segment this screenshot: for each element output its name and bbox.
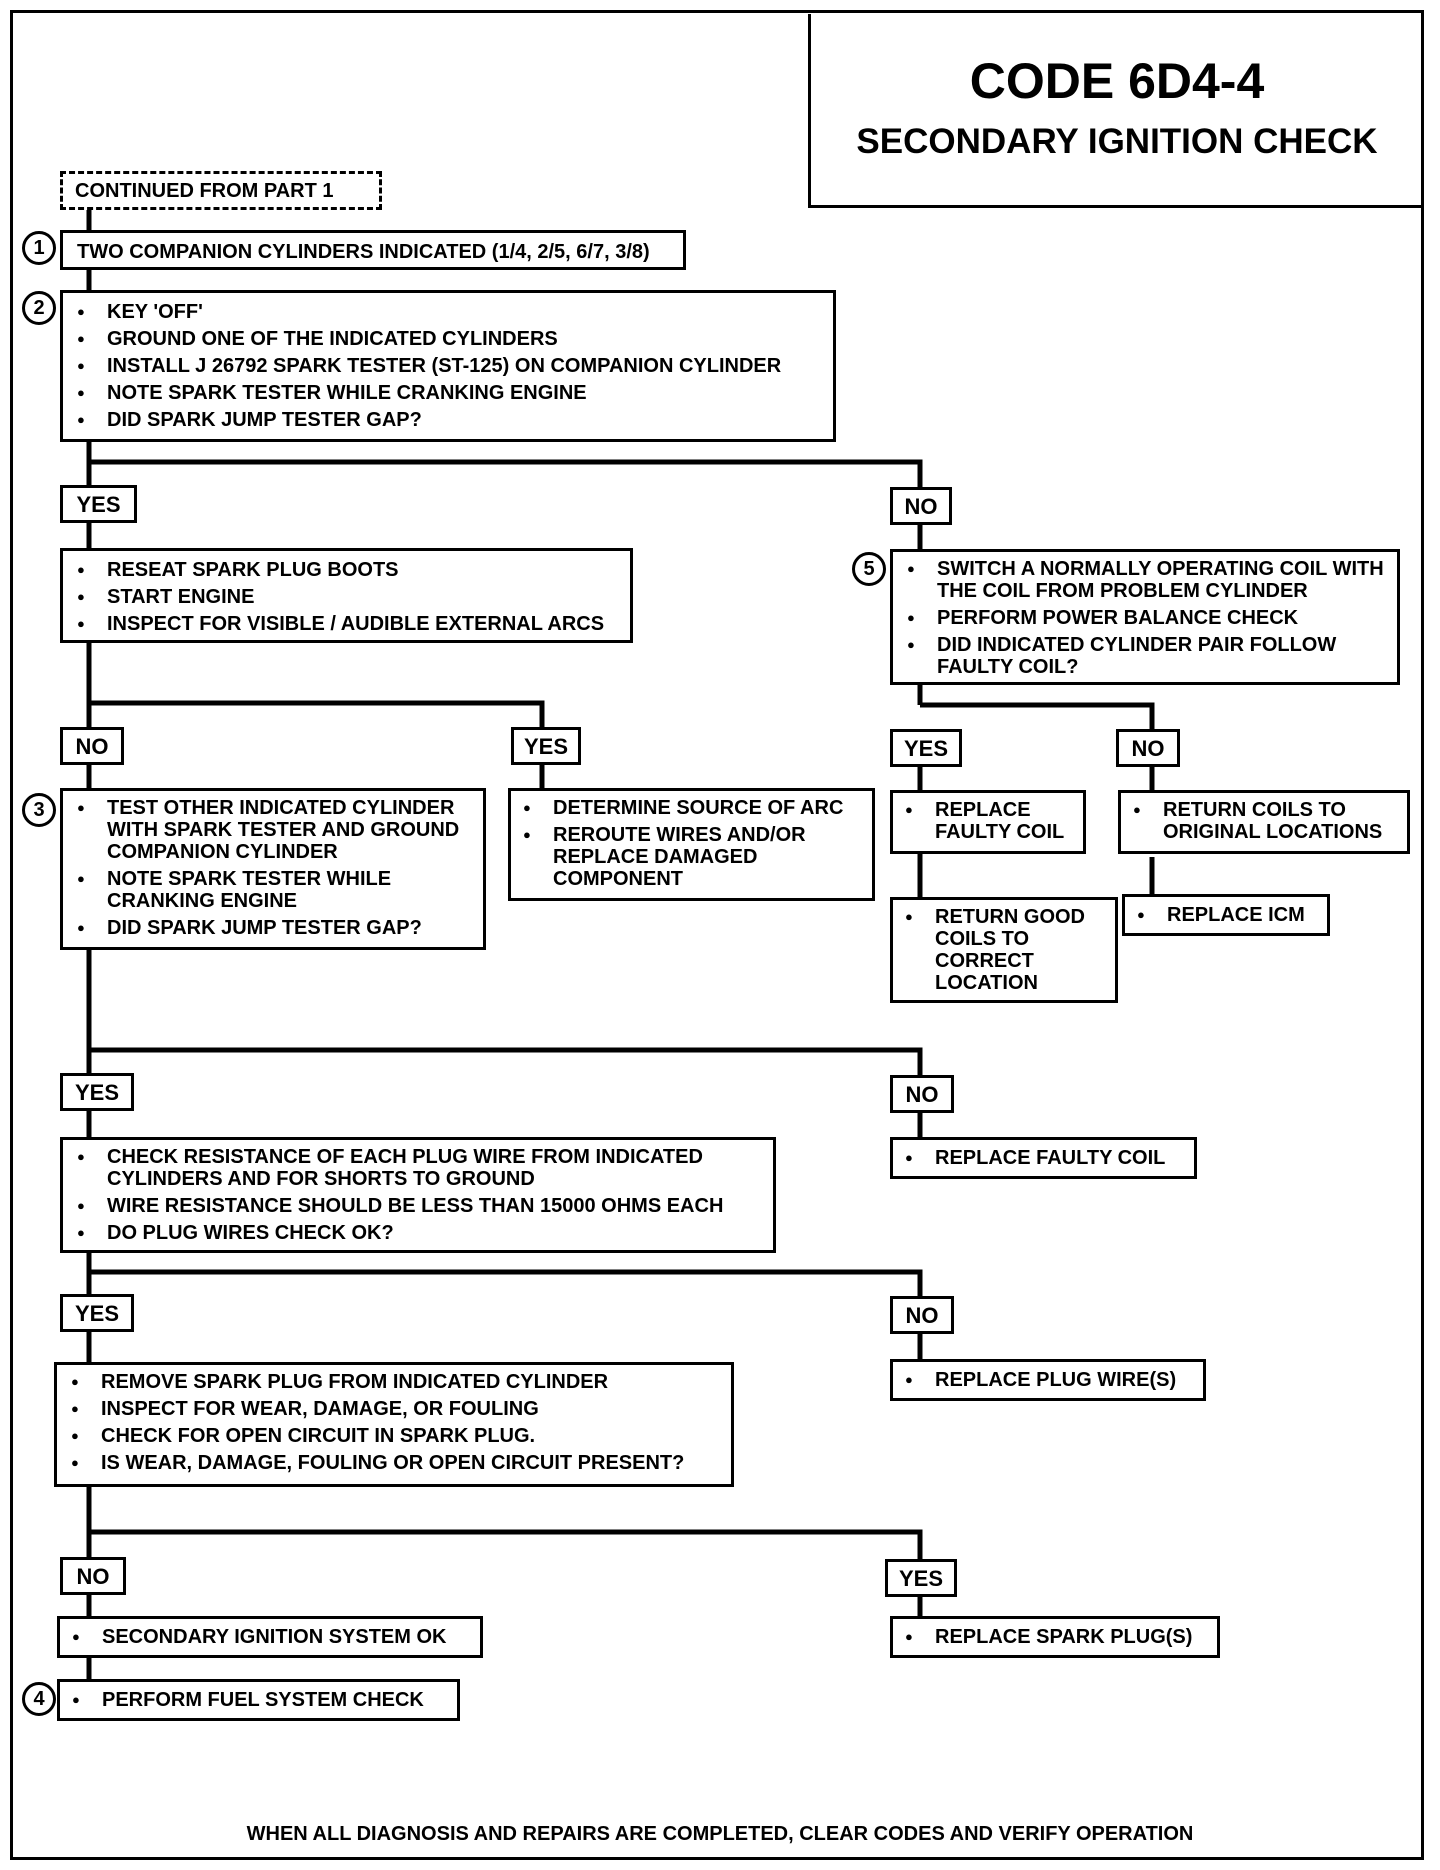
continued-text: CONTINUED FROM PART 1 bbox=[75, 180, 334, 202]
replace-icm-item: REPLACE ICM bbox=[1135, 904, 1317, 926]
spark-plug-item: INSPECT FOR WEAR, DAMAGE, OR FOULING bbox=[69, 1398, 719, 1420]
step-5-yes-label: YES bbox=[890, 729, 962, 767]
code-title: CODE 6D4-4 bbox=[969, 53, 1265, 109]
step-5-item: DID INDICATED CYLINDER PAIR FOLLOW FAULT… bbox=[905, 634, 1385, 678]
plug-wires-item: DO PLUG WIRES CHECK OK? bbox=[75, 1222, 761, 1244]
spark-plug-box: REMOVE SPARK PLUG FROM INDICATED CYLINDE… bbox=[54, 1362, 734, 1487]
replace-spark-plugs-box: REPLACE SPARK PLUG(S) bbox=[890, 1616, 1220, 1658]
step-3-box: TEST OTHER INDICATED CYLINDER WITH SPARK… bbox=[60, 788, 486, 950]
step-5-item: SWITCH A NORMALLY OPERATING COIL WITH TH… bbox=[905, 558, 1385, 602]
replace-icm-box: REPLACE ICM bbox=[1122, 894, 1330, 936]
branch-plug-wires bbox=[89, 1269, 923, 1298]
reseat-item: INSPECT FOR VISIBLE / AUDIBLE EXTERNAL A… bbox=[75, 613, 618, 635]
step-4-number: 4 bbox=[33, 1688, 45, 1710]
step-2-item: INSTALL J 26792 SPARK TESTER (ST-125) ON… bbox=[75, 355, 821, 377]
return-coils-item: RETURN COILS TO ORIGINAL LOCATIONS bbox=[1131, 799, 1397, 843]
step-5-item: PERFORM POWER BALANCE CHECK bbox=[905, 607, 1385, 629]
spark-plug-item: IS WEAR, DAMAGE, FOULING OR OPEN CIRCUIT… bbox=[69, 1452, 719, 1474]
arc-item: DETERMINE SOURCE OF ARC bbox=[521, 797, 862, 819]
replace-faulty-coil-b-box: REPLACE FAULTY COIL bbox=[890, 1137, 1197, 1179]
step-5-marker: 5 bbox=[852, 552, 886, 586]
step-2-item: KEY 'OFF' bbox=[75, 301, 821, 323]
return-coils-box: RETURN COILS TO ORIGINAL LOCATIONS bbox=[1118, 790, 1410, 854]
reseat-no-label: NO bbox=[60, 727, 124, 765]
step-4-item: PERFORM FUEL SYSTEM CHECK bbox=[70, 1689, 447, 1711]
page-frame bbox=[10, 10, 1424, 1860]
replace-faulty-coil-b-item: REPLACE FAULTY COIL bbox=[903, 1147, 1184, 1169]
replace-faulty-coil-box: REPLACE FAULTY COIL bbox=[890, 790, 1086, 854]
step-2-yes-label: YES bbox=[60, 485, 137, 523]
step-3-yes-label: YES bbox=[60, 1073, 134, 1111]
spark-plug-yes-label: YES bbox=[885, 1559, 957, 1597]
step-2-number: 2 bbox=[33, 297, 45, 319]
reseat-item: RESEAT SPARK PLUG BOOTS bbox=[75, 559, 618, 581]
spark-plug-item: REMOVE SPARK PLUG FROM INDICATED CYLINDE… bbox=[69, 1371, 719, 1393]
branch-reseat bbox=[89, 700, 545, 730]
plug-wires-item: WIRE RESISTANCE SHOULD BE LESS THAN 1500… bbox=[75, 1195, 761, 1217]
system-ok-box: SECONDARY IGNITION SYSTEM OK bbox=[57, 1616, 483, 1658]
step-1-number: 1 bbox=[33, 237, 45, 259]
step-3-item: TEST OTHER INDICATED CYLINDER WITH SPARK… bbox=[75, 797, 471, 863]
step-1-text: TWO COMPANION CYLINDERS INDICATED (1/4, … bbox=[77, 241, 650, 263]
plug-wires-item: CHECK RESISTANCE OF EACH PLUG WIRE FROM … bbox=[75, 1146, 761, 1190]
step-3-marker: 3 bbox=[22, 793, 56, 827]
return-good-coils-box: RETURN GOOD COILS TO CORRECT LOCATION bbox=[890, 897, 1118, 1003]
branch-spark-plug bbox=[89, 1529, 923, 1560]
step-2-marker: 2 bbox=[22, 291, 56, 325]
plug-wires-box: CHECK RESISTANCE OF EACH PLUG WIRE FROM … bbox=[60, 1137, 776, 1253]
spark-plug-item: CHECK FOR OPEN CIRCUIT IN SPARK PLUG. bbox=[69, 1425, 719, 1447]
step-1-marker: 1 bbox=[22, 231, 56, 265]
plug-wires-yes-label: YES bbox=[60, 1294, 134, 1332]
step-5-box: SWITCH A NORMALLY OPERATING COIL WITH TH… bbox=[890, 549, 1400, 685]
step-5-number: 5 bbox=[863, 558, 875, 580]
step-1-box: TWO COMPANION CYLINDERS INDICATED (1/4, … bbox=[60, 230, 686, 270]
reseat-yes-label: YES bbox=[511, 727, 581, 765]
continued-box: CONTINUED FROM PART 1 bbox=[60, 171, 382, 210]
step-5-no-label: NO bbox=[1116, 729, 1180, 767]
branch-step5 bbox=[920, 702, 1155, 732]
footer-note: WHEN ALL DIAGNOSIS AND REPAIRS ARE COMPL… bbox=[246, 1823, 1194, 1845]
replace-plug-wires-box: REPLACE PLUG WIRE(S) bbox=[890, 1359, 1206, 1401]
step-3-no-label: NO bbox=[890, 1075, 954, 1113]
replace-faulty-coil-item: REPLACE FAULTY COIL bbox=[903, 799, 1073, 843]
step-2-item: DID SPARK JUMP TESTER GAP? bbox=[75, 409, 821, 431]
step-4-marker: 4 bbox=[22, 1682, 56, 1716]
reseat-box: RESEAT SPARK PLUG BOOTS START ENGINE INS… bbox=[60, 548, 633, 643]
step-2-item: GROUND ONE OF THE INDICATED CYLINDERS bbox=[75, 328, 821, 350]
step-2-box: KEY 'OFF' GROUND ONE OF THE INDICATED CY… bbox=[60, 290, 836, 442]
step-3-item: NOTE SPARK TESTER WHILE CRANKING ENGINE bbox=[75, 868, 471, 912]
title-block: CODE 6D4-4 SECONDARY IGNITION CHECK bbox=[808, 14, 1423, 208]
replace-spark-plugs-item: REPLACE SPARK PLUG(S) bbox=[903, 1626, 1207, 1648]
branch-step3 bbox=[89, 1047, 923, 1078]
plug-wires-no-label: NO bbox=[890, 1296, 954, 1334]
step-3-number: 3 bbox=[33, 799, 45, 821]
check-subtitle: SECONDARY IGNITION CHECK bbox=[856, 122, 1378, 161]
reseat-item: START ENGINE bbox=[75, 586, 618, 608]
branch-step2 bbox=[89, 459, 923, 490]
step-4-box: PERFORM FUEL SYSTEM CHECK bbox=[57, 1679, 460, 1721]
step-2-item: NOTE SPARK TESTER WHILE CRANKING ENGINE bbox=[75, 382, 821, 404]
arc-box: DETERMINE SOURCE OF ARC REROUTE WIRES AN… bbox=[508, 788, 875, 901]
spark-plug-no-label: NO bbox=[60, 1557, 126, 1595]
system-ok-item: SECONDARY IGNITION SYSTEM OK bbox=[70, 1626, 470, 1648]
return-good-coils-item: RETURN GOOD COILS TO CORRECT LOCATION bbox=[903, 906, 1105, 994]
step-3-item: DID SPARK JUMP TESTER GAP? bbox=[75, 917, 471, 939]
arc-item: REROUTE WIRES AND/OR REPLACE DAMAGED COM… bbox=[521, 824, 862, 890]
replace-plug-wires-item: REPLACE PLUG WIRE(S) bbox=[903, 1369, 1193, 1391]
step-2-no-label: NO bbox=[890, 487, 952, 525]
